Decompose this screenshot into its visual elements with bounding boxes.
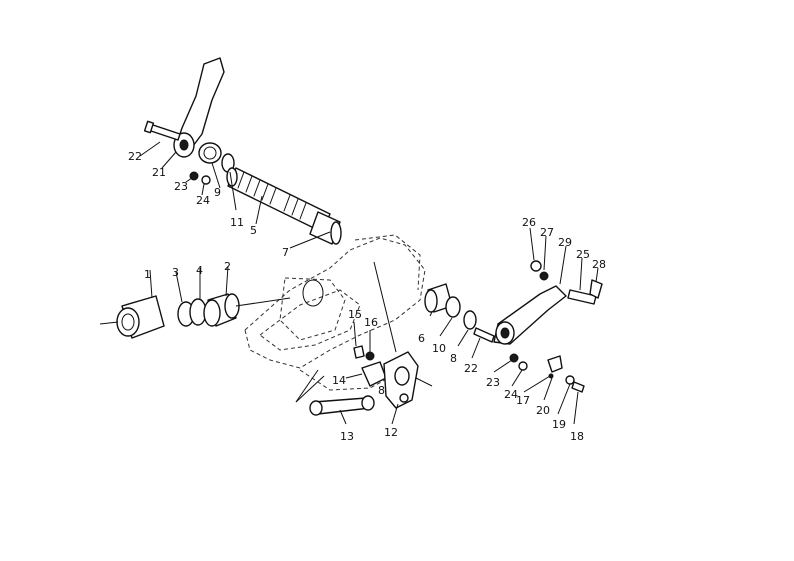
screw-16 xyxy=(365,351,375,361)
upper-lever-21 xyxy=(173,57,225,158)
callout-22-upper: 22 xyxy=(128,150,142,163)
bracket-17 xyxy=(547,355,563,373)
callout-24-upper: 24 xyxy=(196,194,210,207)
callout-13: 13 xyxy=(340,430,354,443)
callout-7: 7 xyxy=(282,246,289,259)
washer-27 xyxy=(539,271,549,281)
splined-shaft-5 xyxy=(226,167,331,233)
callout-15: 15 xyxy=(348,308,362,321)
callout-20: 20 xyxy=(536,404,550,417)
ring-10 xyxy=(445,296,461,318)
cup-1 xyxy=(116,295,165,339)
callout-5: 5 xyxy=(250,224,257,237)
bearing-2 xyxy=(203,293,240,327)
bolt-22-right xyxy=(473,327,495,343)
washer-24-right xyxy=(518,361,528,371)
ring-8 xyxy=(463,310,477,330)
callout-10: 10 xyxy=(432,342,446,355)
callout-18: 18 xyxy=(570,430,584,443)
washer-24-upper xyxy=(201,175,211,185)
callout-23-upper: 23 xyxy=(174,180,188,193)
callout-8-lower: 8 xyxy=(378,384,385,397)
callout-26: 26 xyxy=(522,216,536,229)
screw-15 xyxy=(353,345,365,359)
callout-27: 27 xyxy=(540,226,554,239)
callout-16: 16 xyxy=(364,316,378,329)
callout-labels: 22 21 23 24 9 11 5 7 1 3 4 2 6 10 8 22 2… xyxy=(128,150,606,443)
bolt-18 xyxy=(571,381,585,393)
callout-9: 9 xyxy=(214,186,221,199)
callout-17: 17 xyxy=(516,394,530,407)
arm-14 xyxy=(361,361,387,387)
pin-25 xyxy=(567,289,597,305)
callout-12: 12 xyxy=(384,426,398,439)
gear-housing-12 xyxy=(383,351,419,409)
callout-2: 2 xyxy=(224,260,231,273)
clip-28 xyxy=(589,279,603,299)
callout-28: 28 xyxy=(592,258,606,271)
callout-21: 21 xyxy=(152,166,166,179)
callout-14: 14 xyxy=(332,374,346,387)
callout-6: 6 xyxy=(418,332,425,345)
leader-lines xyxy=(99,141,599,425)
callout-4: 4 xyxy=(196,264,203,277)
callout-11: 11 xyxy=(230,216,244,229)
callout-3: 3 xyxy=(172,266,179,279)
link-arm-13 xyxy=(309,395,375,416)
callout-8-right: 8 xyxy=(450,352,457,365)
bolt-22-upper xyxy=(143,120,181,141)
lever-29 xyxy=(493,285,567,345)
nut-26 xyxy=(530,260,542,272)
sleeve-7 xyxy=(309,211,342,245)
callout-1: 1 xyxy=(144,268,151,281)
bushing-9 xyxy=(198,142,222,164)
pin-20 xyxy=(548,373,554,379)
washer-19 xyxy=(565,375,575,385)
callout-22-right: 22 xyxy=(464,362,478,375)
callout-29: 29 xyxy=(558,236,572,249)
callout-19: 19 xyxy=(552,418,566,431)
callout-23-right: 23 xyxy=(486,376,500,389)
callout-25: 25 xyxy=(576,248,590,261)
callout-24-right: 24 xyxy=(504,388,518,401)
